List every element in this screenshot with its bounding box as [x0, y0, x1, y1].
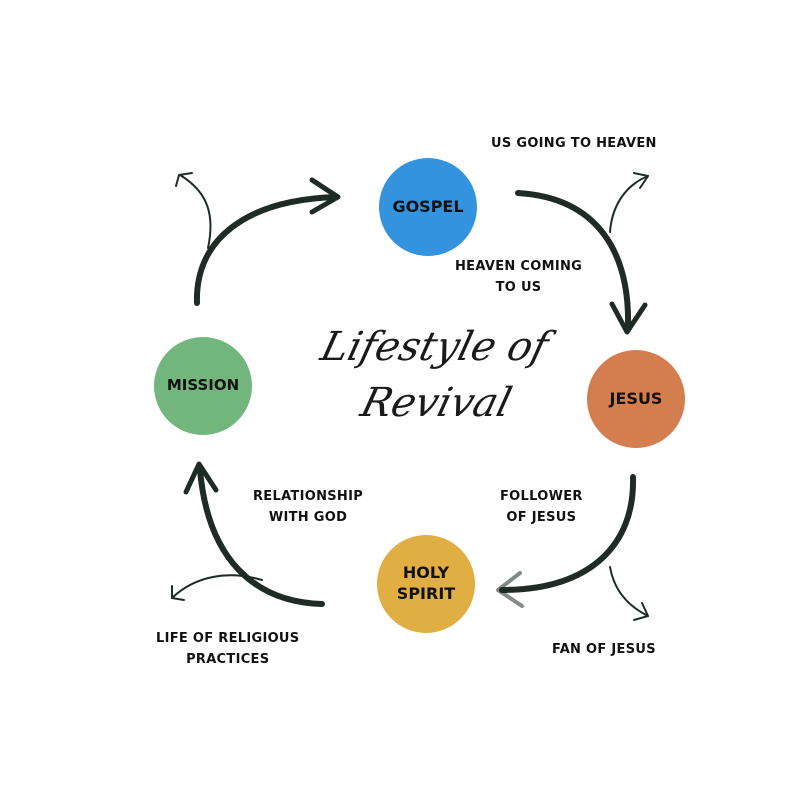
- label-relationship-with-god: RELATIONSHIP WITH GOD: [253, 487, 363, 529]
- branch-arrow-lower-left: [171, 574, 263, 601]
- branch-arrow-lower-right: [609, 566, 649, 621]
- branch-arrow-upper-right: [609, 172, 649, 233]
- node-jesus-label: JESUS: [609, 388, 663, 408]
- label-follower-line-1: FOLLOWER: [500, 489, 583, 504]
- arrow-holy-spirit-to-mission: [183, 461, 325, 607]
- label-follower-line-2: OF JESUS: [506, 509, 577, 525]
- label-heaven-coming-line-1: HEAVEN COMING: [455, 259, 583, 274]
- label-heaven-coming-line-2: TO US: [495, 279, 542, 295]
- label-fan-of-jesus: FAN OF JESUS: [552, 642, 656, 657]
- label-religious-line-1: LIFE OF RELIGIOUS: [156, 631, 300, 646]
- arrow-jesus-to-holy-spirit: [496, 474, 637, 608]
- node-gospel-label: GOSPEL: [392, 196, 464, 216]
- label-relationship-line-2: WITH GOD: [268, 509, 348, 525]
- arrow-gospel-to-jesus: [515, 190, 648, 335]
- diagram-title-line-1: Lifestyle of: [316, 324, 553, 370]
- arrow-mission-to-gospel: [193, 177, 341, 306]
- label-follower-of-jesus: FOLLOWER OF JESUS: [500, 487, 583, 529]
- node-holy-spirit-label-line-1: HOLY: [402, 563, 450, 583]
- node-jesus: JESUS: [587, 350, 685, 448]
- label-relationship-line-1: RELATIONSHIP: [253, 489, 364, 504]
- diagram-title-line-2: Revival: [356, 380, 517, 426]
- label-us-going-to-heaven: US GOING TO HEAVEN: [491, 136, 657, 151]
- node-holy-spirit-label-line-2: SPIRIT: [396, 584, 456, 603]
- label-life-of-religious-practices: LIFE OF RELIGIOUS PRACTICES: [156, 629, 299, 671]
- node-mission: MISSION: [154, 337, 252, 435]
- label-religious-line-2: PRACTICES: [186, 651, 270, 667]
- branch-arrow-upper-left: [175, 172, 212, 249]
- node-holy-spirit: HOLY SPIRIT: [377, 535, 475, 633]
- label-heaven-coming-to-us: HEAVEN COMING TO US: [455, 257, 582, 299]
- node-mission-label: MISSION: [166, 376, 240, 395]
- node-gospel: GOSPEL: [379, 158, 477, 256]
